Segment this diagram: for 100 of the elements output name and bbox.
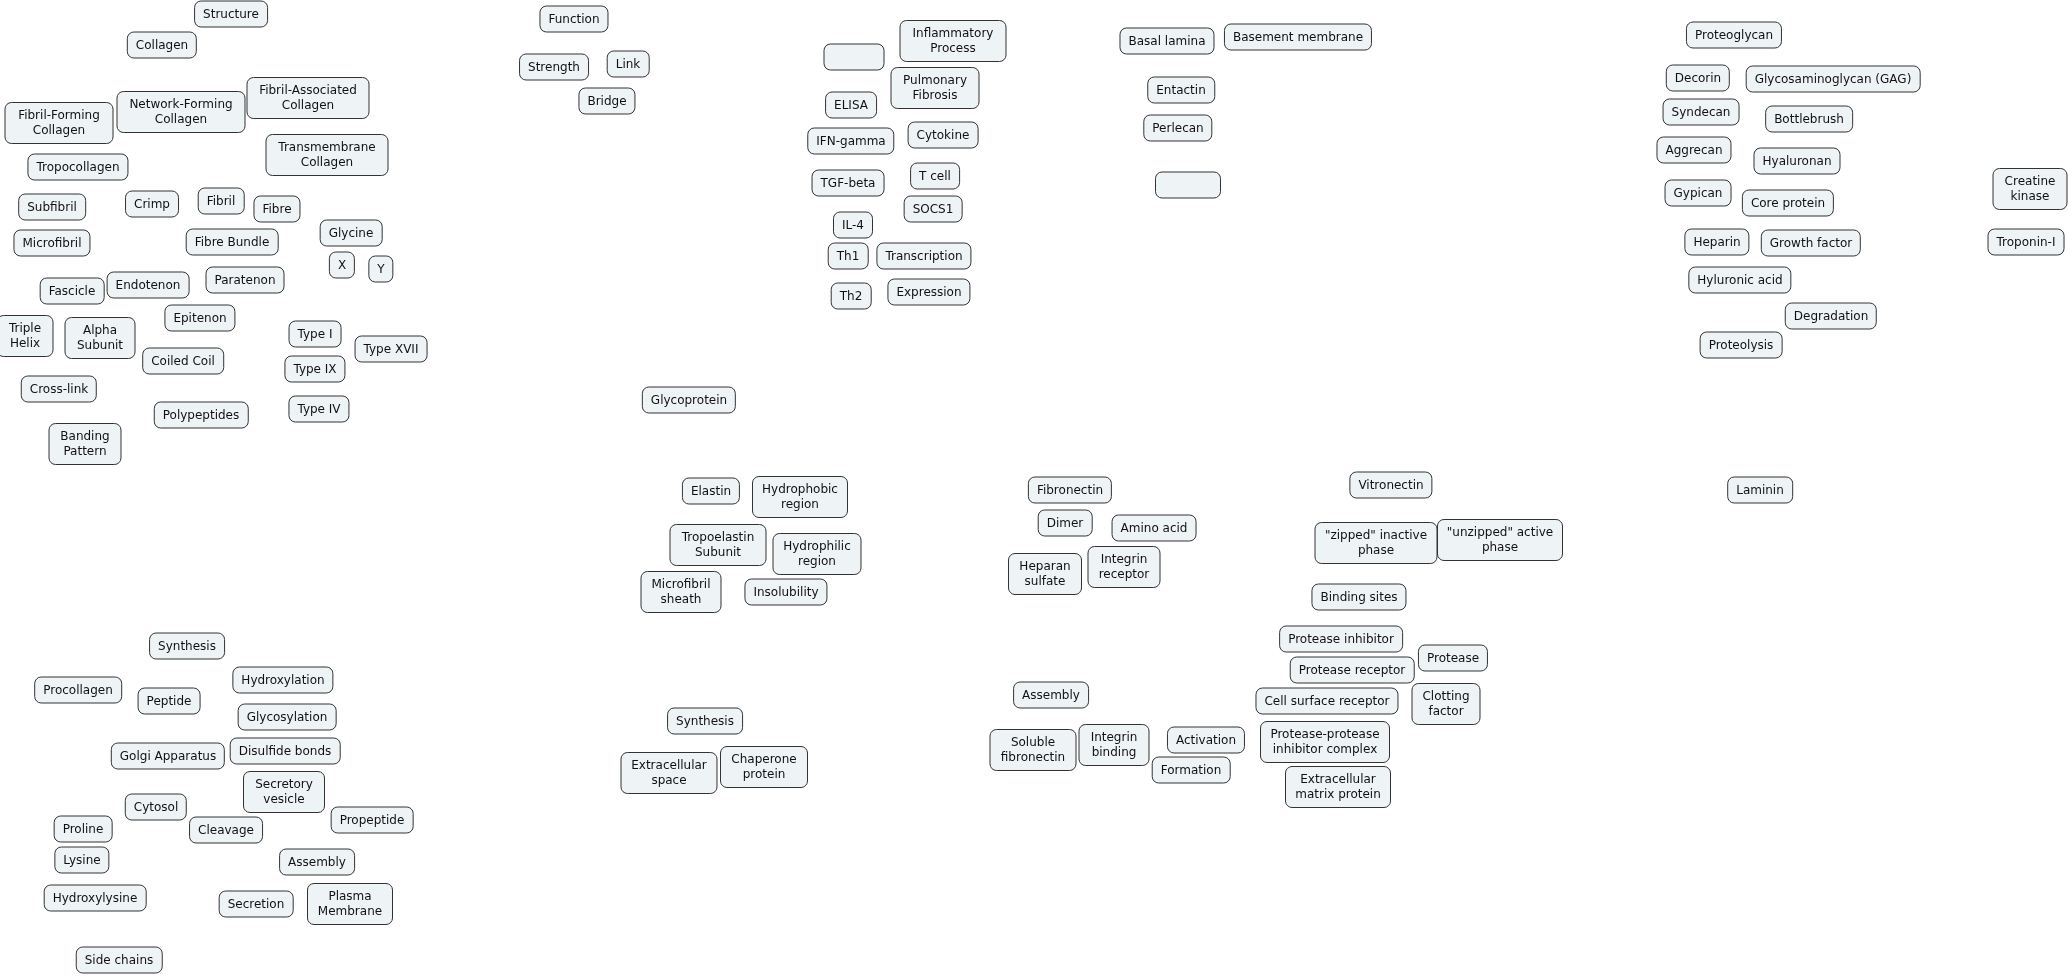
concept-node: Transmembrane Collagen: [265, 134, 389, 176]
concept-node: Type IV: [288, 395, 350, 423]
concept-node: Structure: [194, 0, 268, 28]
concept-node: Secretion: [218, 890, 294, 918]
concept-node: Microfibril sheath: [640, 571, 722, 613]
concept-node: IL-4: [833, 211, 873, 239]
concept-node: Decorin: [1665, 64, 1731, 92]
concept-node: Soluble fibronectin: [989, 729, 1077, 771]
concept-node: Glycoprotein: [641, 386, 737, 414]
concept-node: "unzipped" active phase: [1437, 519, 1563, 561]
concept-node: Amino acid: [1111, 514, 1197, 542]
concept-node: Propeptide: [330, 806, 414, 834]
concept-node: Integrin receptor: [1087, 546, 1161, 588]
concept-node: Link: [606, 50, 650, 78]
concept-node: Hydrophobic region: [752, 476, 848, 518]
concept-node: Hydrophilic region: [772, 533, 862, 575]
concept-node: Subfibril: [18, 193, 86, 221]
empty-node: [1155, 171, 1221, 199]
concept-node: Crimp: [125, 190, 179, 218]
concept-node: Type XVII: [354, 335, 428, 363]
concept-node: Fascicle: [39, 277, 105, 305]
concept-node: Side chains: [75, 946, 163, 974]
concept-node: Binding sites: [1311, 583, 1407, 611]
concept-node: Synthesis: [667, 707, 743, 735]
concept-node: Network-Forming Collagen: [116, 91, 246, 133]
concept-node: Creatine kinase: [1992, 168, 2068, 210]
concept-node: Pulmonary Fibrosis: [890, 67, 980, 109]
concept-node: Clotting factor: [1411, 683, 1481, 725]
concept-node: Proteoglycan: [1685, 21, 1783, 49]
concept-node: Synthesis: [149, 632, 225, 660]
concept-node: Tropocollagen: [27, 153, 129, 181]
empty-node: [823, 43, 885, 71]
concept-node: Plasma Membrane: [307, 883, 393, 925]
concept-node: Tropoelastin Subunit: [669, 524, 767, 566]
concept-node: Syndecan: [1662, 98, 1740, 126]
concept-node: Banding Pattern: [48, 423, 122, 465]
concept-node: Degradation: [1784, 302, 1878, 330]
concept-node: Paratenon: [205, 266, 285, 294]
concept-node: Extracellular matrix protein: [1285, 766, 1391, 808]
concept-node: "zipped" inactive phase: [1314, 522, 1438, 564]
concept-node: Integrin binding: [1078, 724, 1150, 766]
concept-node: Elastin: [681, 477, 741, 505]
concept-node: Inflammatory Process: [899, 20, 1007, 62]
concept-node: Basement membrane: [1223, 23, 1373, 51]
concept-node: Laminin: [1727, 476, 1793, 504]
concept-node: Secretory vesicle: [243, 771, 325, 813]
concept-node: Peptide: [137, 687, 201, 715]
concept-node: Hydroxylation: [232, 666, 334, 694]
concept-node: Fibril-Associated Collagen: [246, 77, 370, 119]
concept-node: Hyaluronan: [1753, 147, 1841, 175]
concept-node: Entactin: [1147, 76, 1215, 104]
concept-node: Hyluronic acid: [1688, 266, 1792, 294]
concept-node: Endotenon: [106, 271, 190, 299]
concept-node: Transcription: [876, 242, 972, 270]
concept-node: Expression: [887, 278, 971, 306]
concept-node: Y: [368, 255, 394, 283]
concept-node: Glycosaminoglycan (GAG): [1745, 65, 1921, 93]
concept-node: Bottlebrush: [1765, 105, 1853, 133]
concept-node: Troponin-I: [1987, 228, 2065, 256]
concept-node: Insolubility: [744, 578, 828, 606]
concept-node: Fibril: [197, 187, 245, 215]
concept-node: Cytosol: [124, 793, 188, 821]
concept-node: Extracellular space: [620, 752, 718, 794]
concept-node: Disulfide bonds: [229, 737, 341, 765]
concept-node: Cell surface receptor: [1255, 687, 1399, 715]
concept-node: Gypican: [1664, 179, 1732, 207]
concept-node: Collagen: [126, 31, 198, 59]
concept-node: Lysine: [54, 846, 110, 874]
concept-node: Protease inhibitor: [1279, 625, 1403, 653]
concept-node: Cleavage: [189, 816, 263, 844]
concept-node: Function: [539, 5, 609, 33]
concept-node: Activation: [1166, 726, 1246, 754]
concept-node: Aggrecan: [1656, 136, 1732, 164]
concept-node: Glycine: [319, 219, 383, 247]
concept-node: Fibre Bundle: [185, 228, 279, 256]
concept-node: Formation: [1151, 756, 1231, 784]
concept-node: ELISA: [825, 91, 877, 119]
concept-node: Triple Helix: [0, 315, 54, 357]
concept-node: Dimer: [1037, 509, 1093, 537]
concept-node: Protease-protease inhibitor complex: [1260, 721, 1390, 763]
concept-node: SOCS1: [903, 195, 963, 223]
concept-node: Th2: [830, 282, 872, 310]
concept-node: Assembly: [1013, 681, 1089, 709]
concept-node: Th1: [827, 242, 869, 270]
concept-node: Polypeptides: [153, 401, 249, 429]
concept-node: Type IX: [284, 355, 346, 383]
concept-node: Proline: [53, 815, 113, 843]
concept-node: Hydroxylysine: [43, 884, 147, 912]
concept-node: Microfibril: [13, 229, 91, 257]
concept-node: Core protein: [1741, 189, 1835, 217]
concept-node: Strength: [519, 53, 589, 81]
concept-node: Epitenon: [164, 304, 236, 332]
concept-node: Protease receptor: [1289, 656, 1415, 684]
concept-node: X: [328, 251, 356, 279]
concept-node: Alpha Subunit: [64, 317, 136, 359]
concept-node: IFN-gamma: [807, 127, 895, 155]
concept-node: Basal lamina: [1119, 27, 1215, 55]
concept-node: Coiled Coil: [142, 347, 224, 375]
concept-node: Fibre: [253, 195, 301, 223]
concept-node: Bridge: [578, 87, 636, 115]
